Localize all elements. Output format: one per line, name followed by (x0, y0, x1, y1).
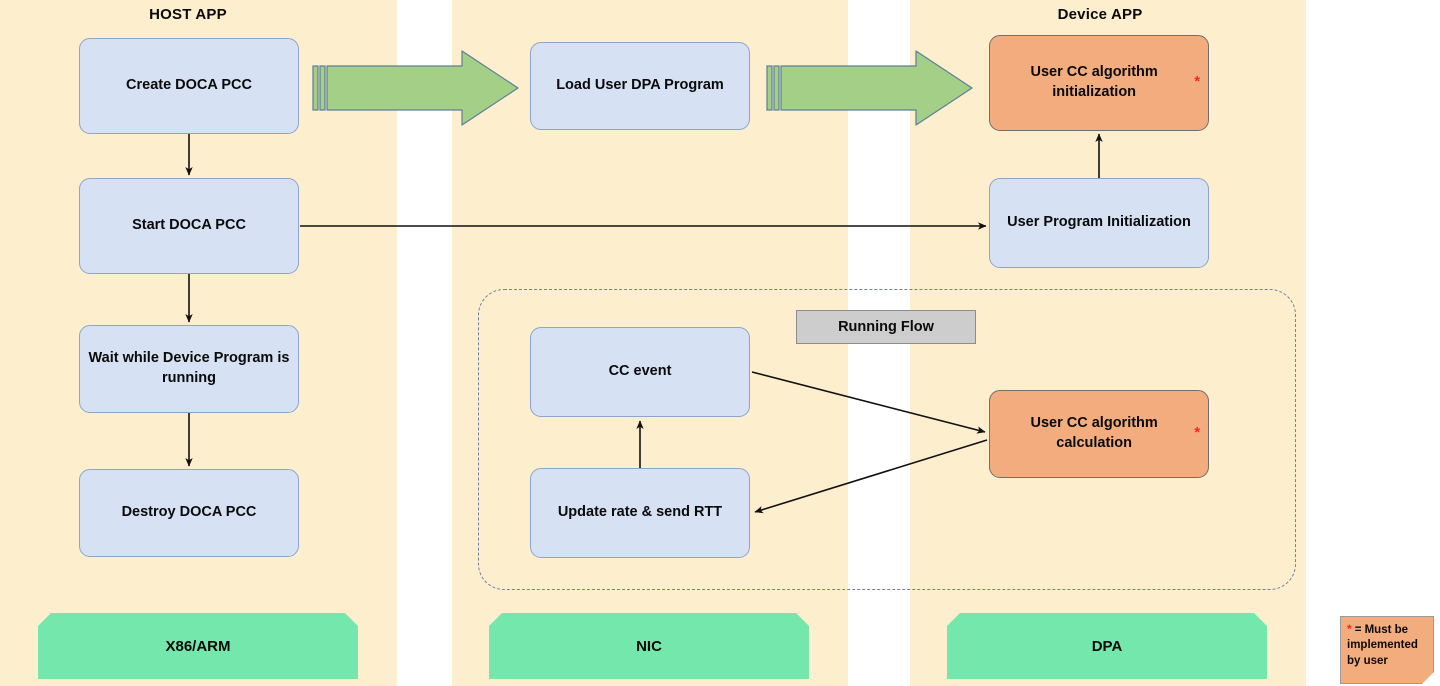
box-update-rate-send-rtt[interactable]: Update rate & send RTT (530, 468, 750, 558)
box-user-cc-algorithm-initialization-label: User CC algorithm initialization (1030, 64, 1158, 100)
legend-note: * = Must be implemented by user (1340, 616, 1434, 684)
box-user-cc-algorithm-initialization[interactable]: User CC algorithm initialization * (989, 35, 1209, 131)
platform-bar-nic: NIC (489, 613, 809, 679)
block-arrow-host-to-nic (312, 50, 519, 126)
box-destroy-doca-pcc[interactable]: Destroy DOCA PCC (79, 469, 299, 557)
legend-star-icon: * (1347, 624, 1352, 636)
required-star-icon-2: * (1194, 425, 1200, 442)
legend-note-text: = Must be implemented by user (1347, 624, 1418, 667)
running-flow-label: Running Flow (796, 310, 976, 344)
box-start-doca-pcc[interactable]: Start DOCA PCC (79, 178, 299, 274)
box-cc-event[interactable]: CC event (530, 327, 750, 417)
platform-bar-x86-arm: X86/ARM (38, 613, 358, 679)
box-user-cc-algorithm-calculation[interactable]: User CC algorithm calculation * (989, 390, 1209, 478)
block-arrow-nic-to-dpa (766, 50, 973, 126)
box-wait-device-program[interactable]: Wait while Device Program is running (79, 325, 299, 413)
platform-bar-dpa: DPA (947, 613, 1267, 679)
lane-title-device: Device APP (1057, 6, 1143, 23)
lane-title-host: HOST APP (149, 6, 227, 23)
box-create-doca-pcc[interactable]: Create DOCA PCC (79, 38, 299, 134)
box-load-user-dpa-program[interactable]: Load User DPA Program (530, 42, 750, 130)
box-user-cc-algorithm-calculation-label: User CC algorithm calculation (1030, 415, 1158, 451)
box-user-program-initialization[interactable]: User Program Initialization (989, 178, 1209, 268)
required-star-icon: * (1194, 74, 1200, 91)
running-flow-group (478, 289, 1296, 590)
